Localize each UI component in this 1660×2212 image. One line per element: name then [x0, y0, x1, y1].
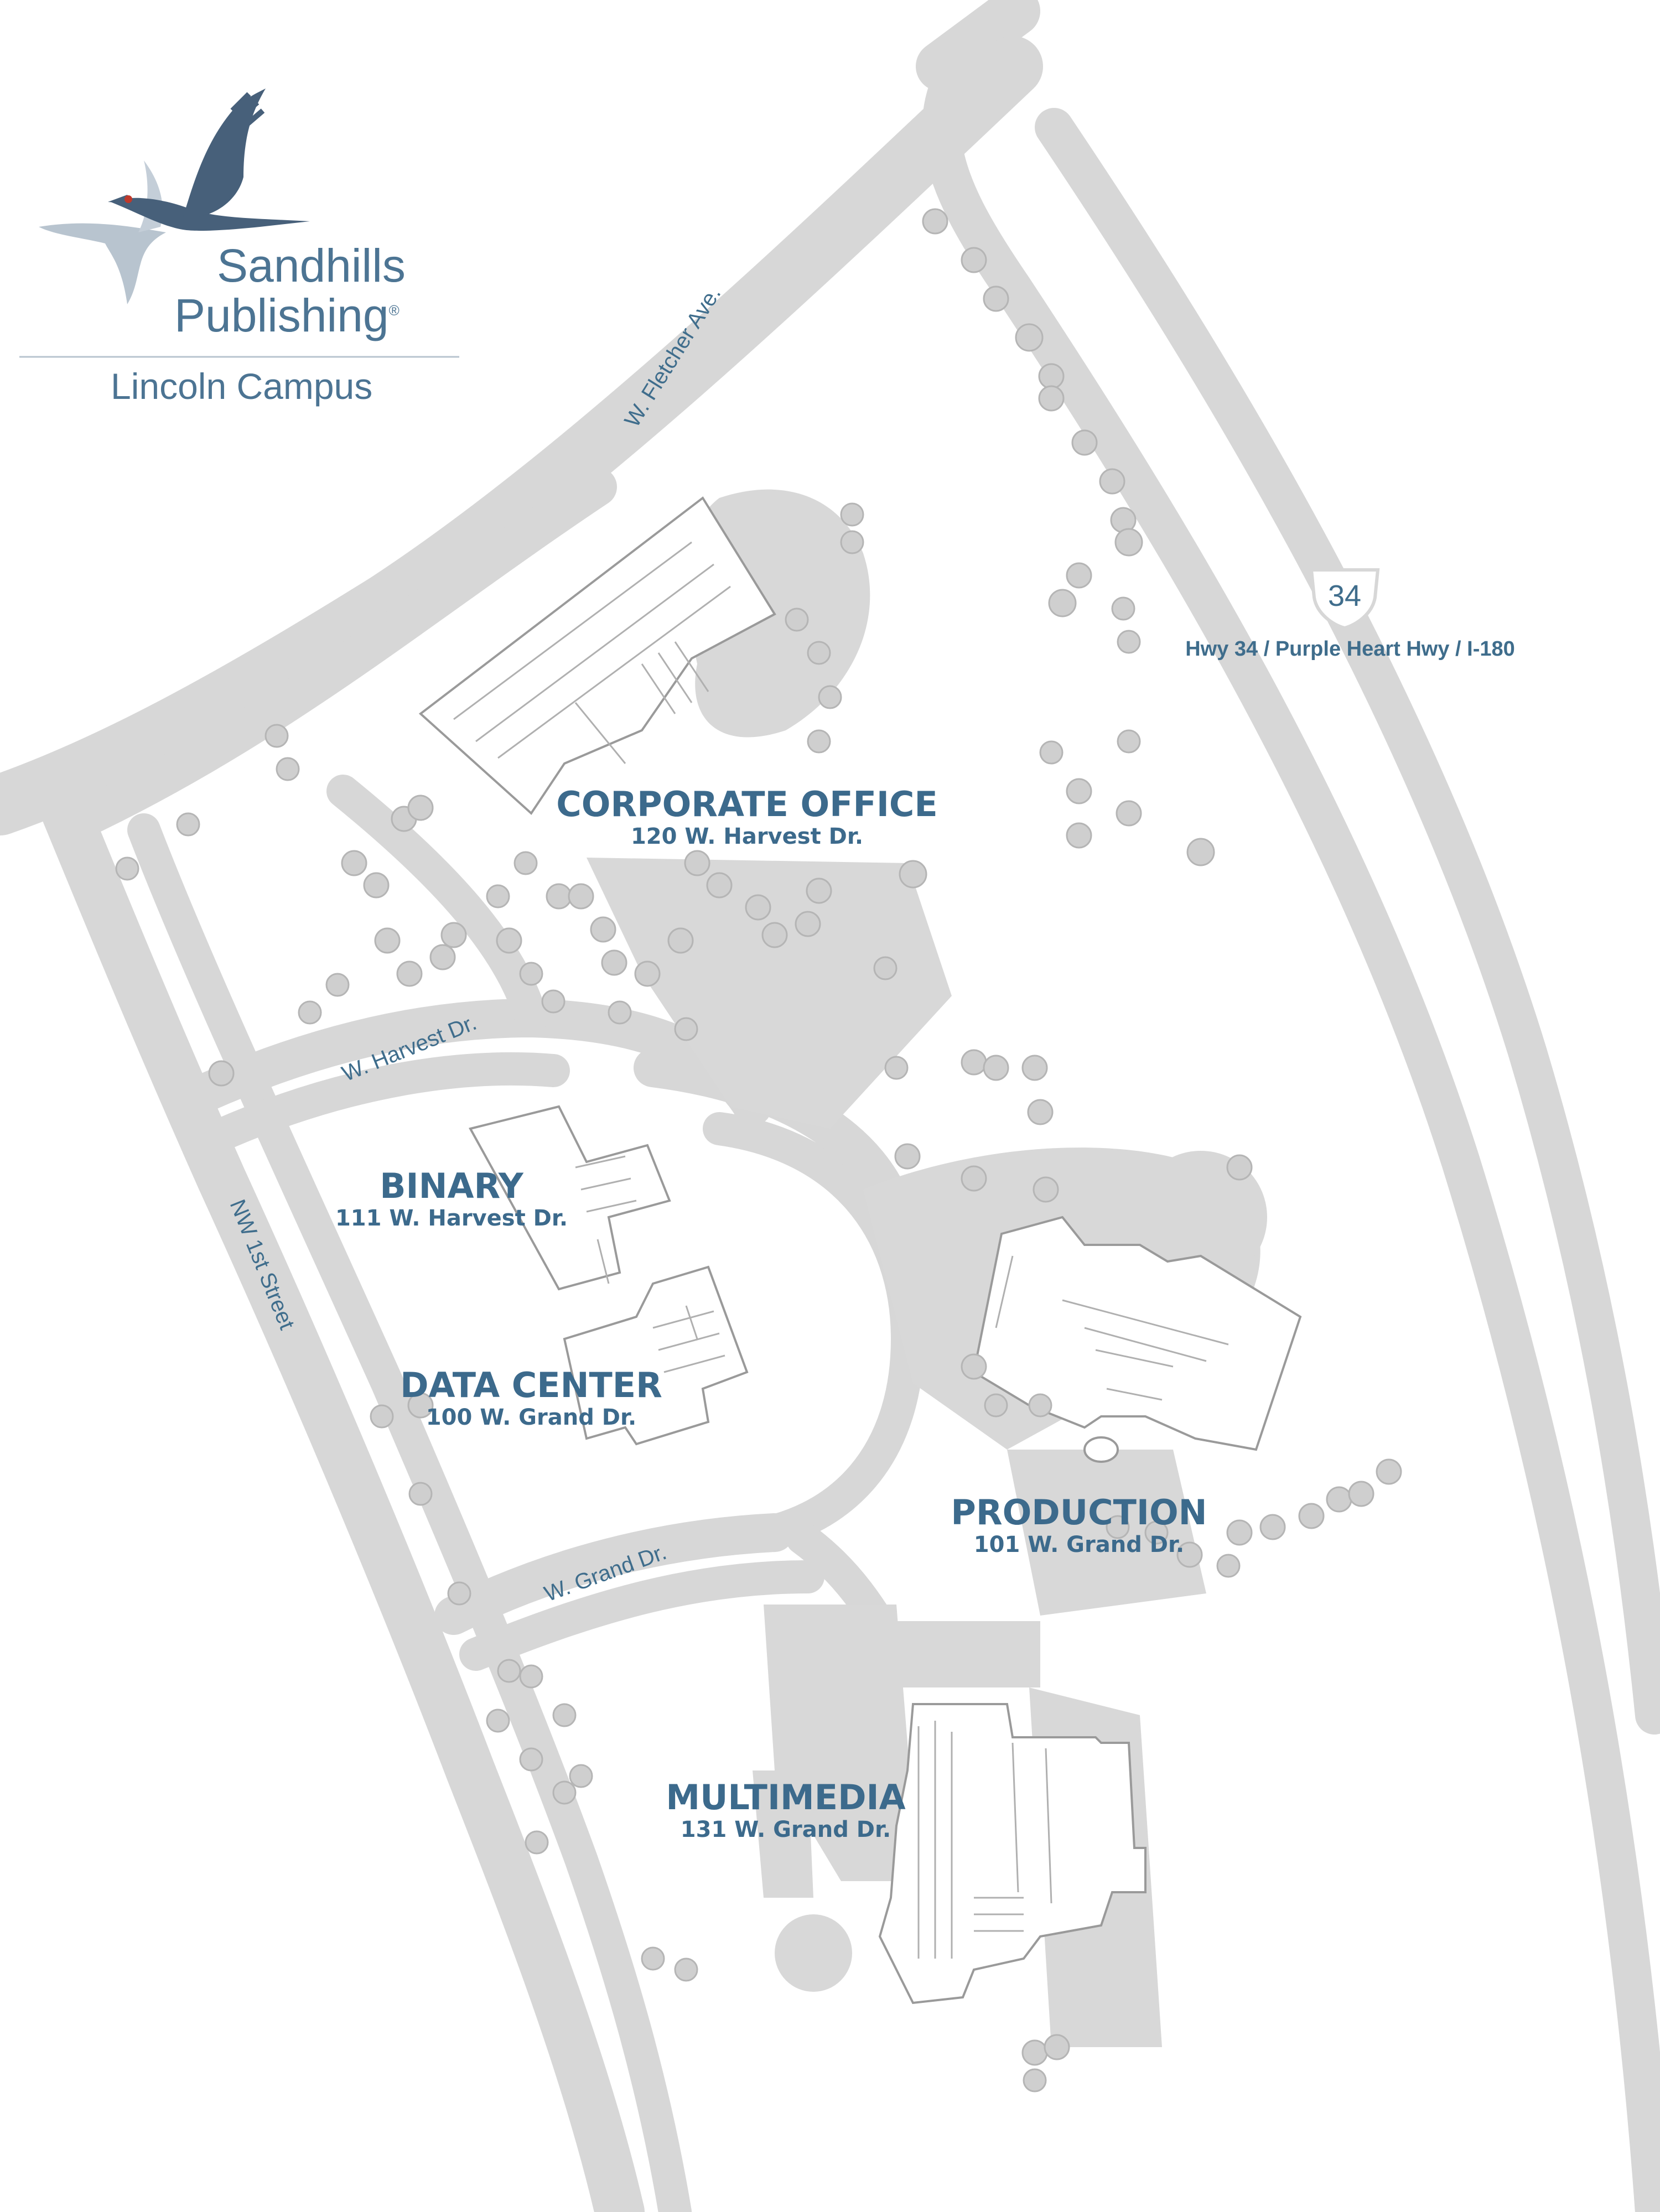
building-datacenter	[563, 1265, 749, 1446]
building-label-production: PRODUCTION	[951, 1492, 1207, 1533]
highway-34	[916, 0, 1660, 2212]
building-multimedia	[878, 1703, 1147, 2005]
building-address-multimedia: 131 W. Grand Dr.	[681, 1817, 891, 1842]
trees	[115, 208, 1402, 2092]
brand-company-line2: Publishing®	[174, 292, 400, 339]
building-address-datacenter: 100 W. Grand Dr.	[426, 1405, 636, 1430]
building-address-binary: 111 W. Harvest Dr.	[335, 1206, 568, 1231]
building-address-production: 101 W. Grand Dr.	[974, 1532, 1184, 1557]
brand-company-line1: Sandhills	[217, 240, 406, 292]
brand-campus-title: Lincoln Campus	[111, 366, 373, 407]
building-label-corporate: CORPORATE OFFICE	[556, 784, 938, 824]
road-fletcher	[0, 36, 1043, 835]
building-label-binary: BINARY	[380, 1166, 524, 1206]
hwy-shield-number: 34	[1328, 579, 1361, 612]
building-address-corporate: 120 W. Harvest Dr.	[631, 824, 863, 849]
building-label-datacenter: DATA CENTER	[400, 1365, 662, 1405]
crane-icon	[39, 89, 310, 304]
hwy-label: Hwy 34 / Purple Heart Hwy / I-180	[1185, 637, 1515, 661]
brand-company-line2-text: Publishing	[174, 289, 389, 341]
road-nw-1st-street	[42, 788, 692, 2212]
hwy-34-shield: 34	[1309, 568, 1380, 630]
building-label-multimedia: MULTIMEDIA	[666, 1777, 905, 1818]
building-corporate	[418, 496, 776, 816]
registered-mark: ®	[388, 302, 400, 319]
building-binary	[468, 1105, 671, 1291]
